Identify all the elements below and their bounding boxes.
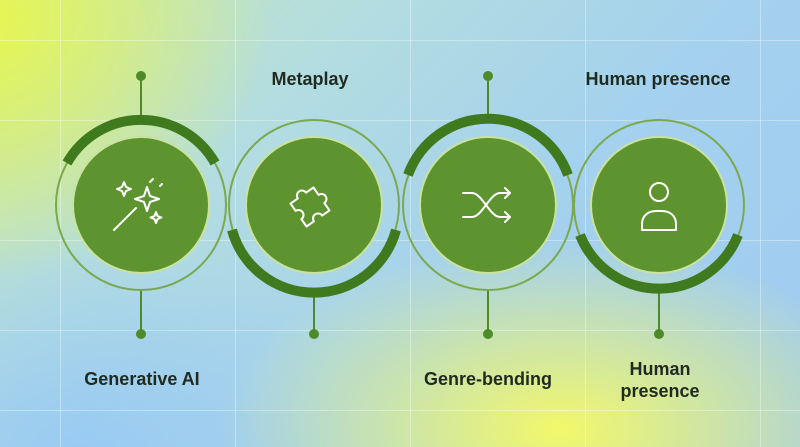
node-4: [573, 119, 745, 294]
grid-line: [0, 40, 800, 41]
grid-line: [760, 0, 761, 447]
node-3: [402, 113, 574, 291]
puzzle-piece-icon: [289, 186, 331, 228]
connector-top-3: [483, 71, 493, 120]
grid-line: [0, 120, 800, 121]
sparkle-wand-icon: [113, 178, 163, 231]
label-genre-bending: Genre-bending: [423, 369, 552, 389]
label-generative-ai: Generative AI: [84, 369, 200, 389]
label-human-presence-bottom: Human presence: [620, 359, 700, 401]
grid-line: [235, 0, 236, 447]
connector-bottom-4: [654, 290, 664, 339]
connector-top-1: [136, 71, 146, 120]
node-1: [55, 114, 227, 291]
grid-line: [0, 240, 800, 241]
grid-line: [410, 0, 411, 447]
label-human-presence-top: Human presence: [585, 69, 731, 89]
label-metaplay: Metaplay: [271, 69, 349, 89]
grid-line: [585, 0, 586, 447]
connector-bottom-3: [483, 290, 493, 339]
shuffle-icon: [462, 187, 511, 223]
grid-line: [60, 0, 61, 447]
grid-line: [0, 330, 800, 331]
connector-bottom-1: [136, 290, 146, 339]
node-2: [227, 119, 401, 298]
connector-bottom-2: [309, 292, 319, 339]
user-icon: [641, 182, 677, 231]
grid-line: [0, 410, 800, 411]
